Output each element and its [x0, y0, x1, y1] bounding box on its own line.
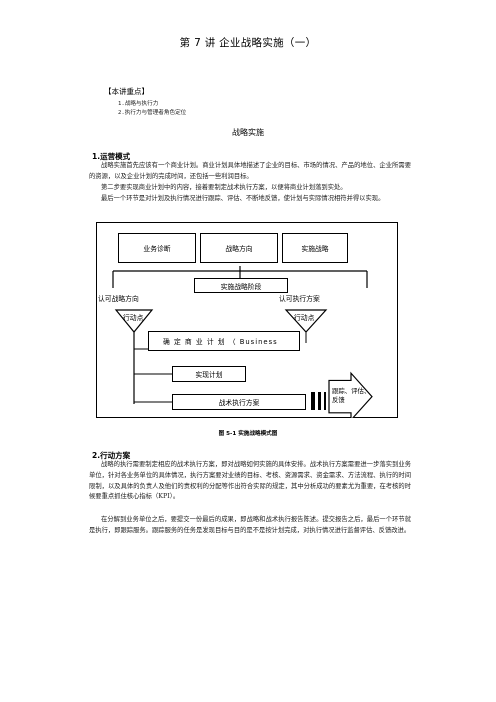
approve-plan-label: 认可执行方案	[279, 295, 320, 303]
paragraph: 战略实施首先应该有一个商业计划。商业计划具体地描述了企业的目标、市场的情况、产品…	[89, 162, 411, 180]
section-title: 战略实施	[232, 128, 264, 137]
section-heading-action-plan: 2.行动方案	[92, 451, 131, 460]
paragraph: 第二步要实现商业计划中的内容，接着要制定战术执行方案，以便将商业计划落到实处。	[101, 184, 347, 191]
paragraph: 在分解到业务单位之后，要提交一份最后的成果，即战略和战术执行报告陈述。提交报告之…	[89, 516, 411, 534]
approve-direction-label: 认可战略方向	[98, 295, 139, 303]
business-diagnosis-box: 业务诊断	[118, 233, 196, 263]
figure-caption: 图 5-1 实施战略模式图	[218, 431, 278, 437]
section-heading-operation-mode: 1.运营模式	[92, 152, 131, 161]
key-point-item: 1.战略与执行力	[118, 101, 159, 107]
strategy-implementation-diagram: 业务诊断 战略方向 实施战略 实施战略阶段 认可战略方向 认可执行方案 行动点 …	[96, 222, 398, 418]
tactical-plan-box: 战术执行方案	[172, 394, 306, 410]
action-point-left-label: 行动点	[123, 314, 144, 322]
key-points-heading: 【本讲重点】	[104, 87, 149, 96]
strategy-direction-box: 战略方向	[200, 233, 278, 263]
page-title: 第 7 讲 企业战略实施（一）	[179, 37, 317, 49]
implementation-phase-box: 实施战略阶段	[194, 278, 288, 293]
tracking-feedback-label: 跟踪、评估、反馈	[332, 387, 371, 404]
paragraph: 战略的执行需要制定相应的战术执行方案，即对战略如何实施的具体安排。战术执行方案需…	[89, 461, 411, 501]
paragraph: 最后一个环节是对计划及执行情况进行跟踪、评估、不断地反馈，使计划与实际情况相符并…	[101, 195, 385, 202]
implementation-plan-box: 实现计划	[172, 366, 246, 382]
key-point-item: 2.执行力与管理者角色定位	[118, 110, 187, 116]
action-point-right-label: 行动点	[294, 314, 315, 322]
business-plan-box: 确 定 商 业 计 划 （ Business	[148, 331, 300, 351]
implement-strategy-box: 实施战略	[282, 233, 348, 263]
